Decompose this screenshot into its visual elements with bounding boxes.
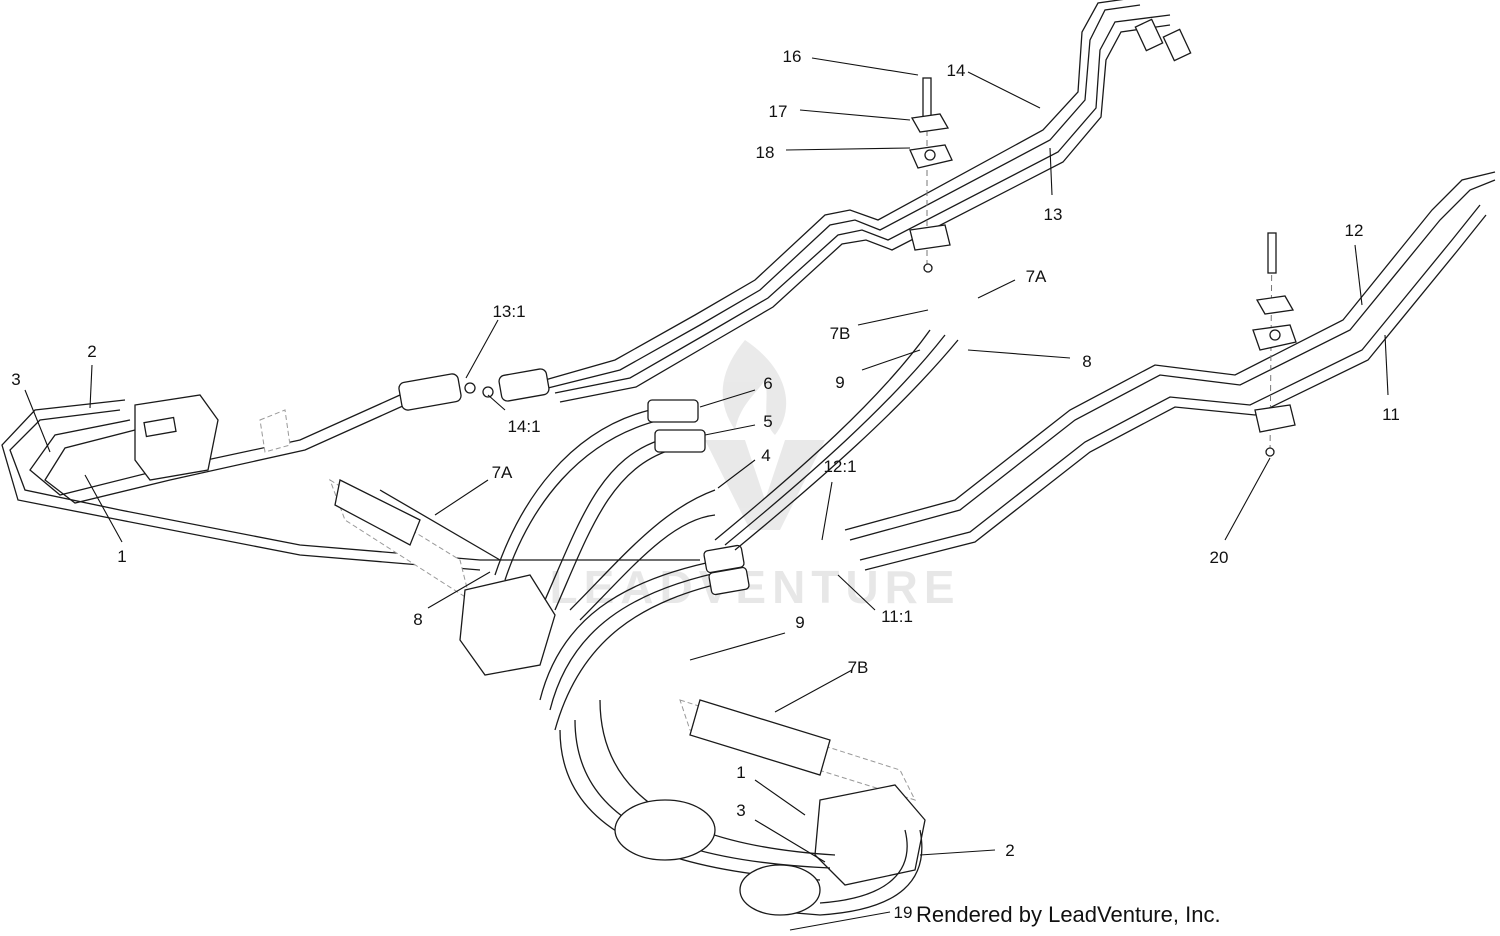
callout-7b-upper: 7B (830, 324, 851, 343)
callout-17: 17 (769, 102, 788, 121)
callout-12-1: 12:1 (823, 457, 856, 476)
callout-11: 11 (1382, 405, 1400, 424)
callout-14-1: 14:1 (507, 417, 540, 436)
callout-6: 6 (763, 374, 772, 393)
callout-7b-lower: 7B (848, 658, 869, 677)
watermark-logo (705, 340, 825, 530)
callout-1-right: 1 (736, 763, 745, 782)
callout-7a-upper: 7A (1026, 267, 1047, 286)
callout-13: 13 (1044, 205, 1063, 224)
callout-12: 12 (1345, 221, 1364, 240)
callout-20: 20 (1210, 548, 1229, 567)
callout-8-upper: 8 (1082, 352, 1091, 371)
callout-1-left: 1 (117, 547, 126, 566)
left-pump-assembly (1, 368, 700, 571)
callout-4: 4 (761, 446, 770, 465)
leader-lines (24, 57, 1389, 931)
callout-16: 16 (783, 47, 802, 66)
tube-11-12 (844, 171, 1496, 571)
right-pump-assembly (559, 699, 926, 916)
clamp-lower (1252, 232, 1297, 457)
callout-3-left: 3 (11, 370, 20, 389)
center-valve-assembly (459, 329, 959, 731)
callout-18: 18 (756, 143, 775, 162)
callout-5: 5 (763, 412, 772, 431)
watermark-text: LEADVENTURE (549, 561, 960, 613)
credit-text: Rendered by LeadVenture, Inc. (916, 902, 1221, 927)
callout-labels: 16 14 17 18 13 12 7A 13:1 7B 8 2 9 3 11 … (11, 47, 1400, 922)
cylinder-7a (259, 409, 501, 602)
callout-19: 19 (894, 903, 913, 922)
callout-2-right: 2 (1005, 841, 1014, 860)
callout-9-lower: 9 (795, 613, 804, 632)
callout-9-upper: 9 (835, 373, 844, 392)
callout-2-left: 2 (87, 342, 96, 361)
callout-3-right: 3 (736, 801, 745, 820)
callout-8-lower: 8 (413, 610, 422, 629)
callout-13-1: 13:1 (492, 302, 525, 321)
callout-11-1: 11:1 (881, 607, 913, 626)
clamp-upper (909, 77, 953, 273)
tube-13-14 (539, 0, 1192, 403)
callout-14: 14 (947, 61, 966, 80)
callout-7a-lower: 7A (492, 463, 513, 482)
